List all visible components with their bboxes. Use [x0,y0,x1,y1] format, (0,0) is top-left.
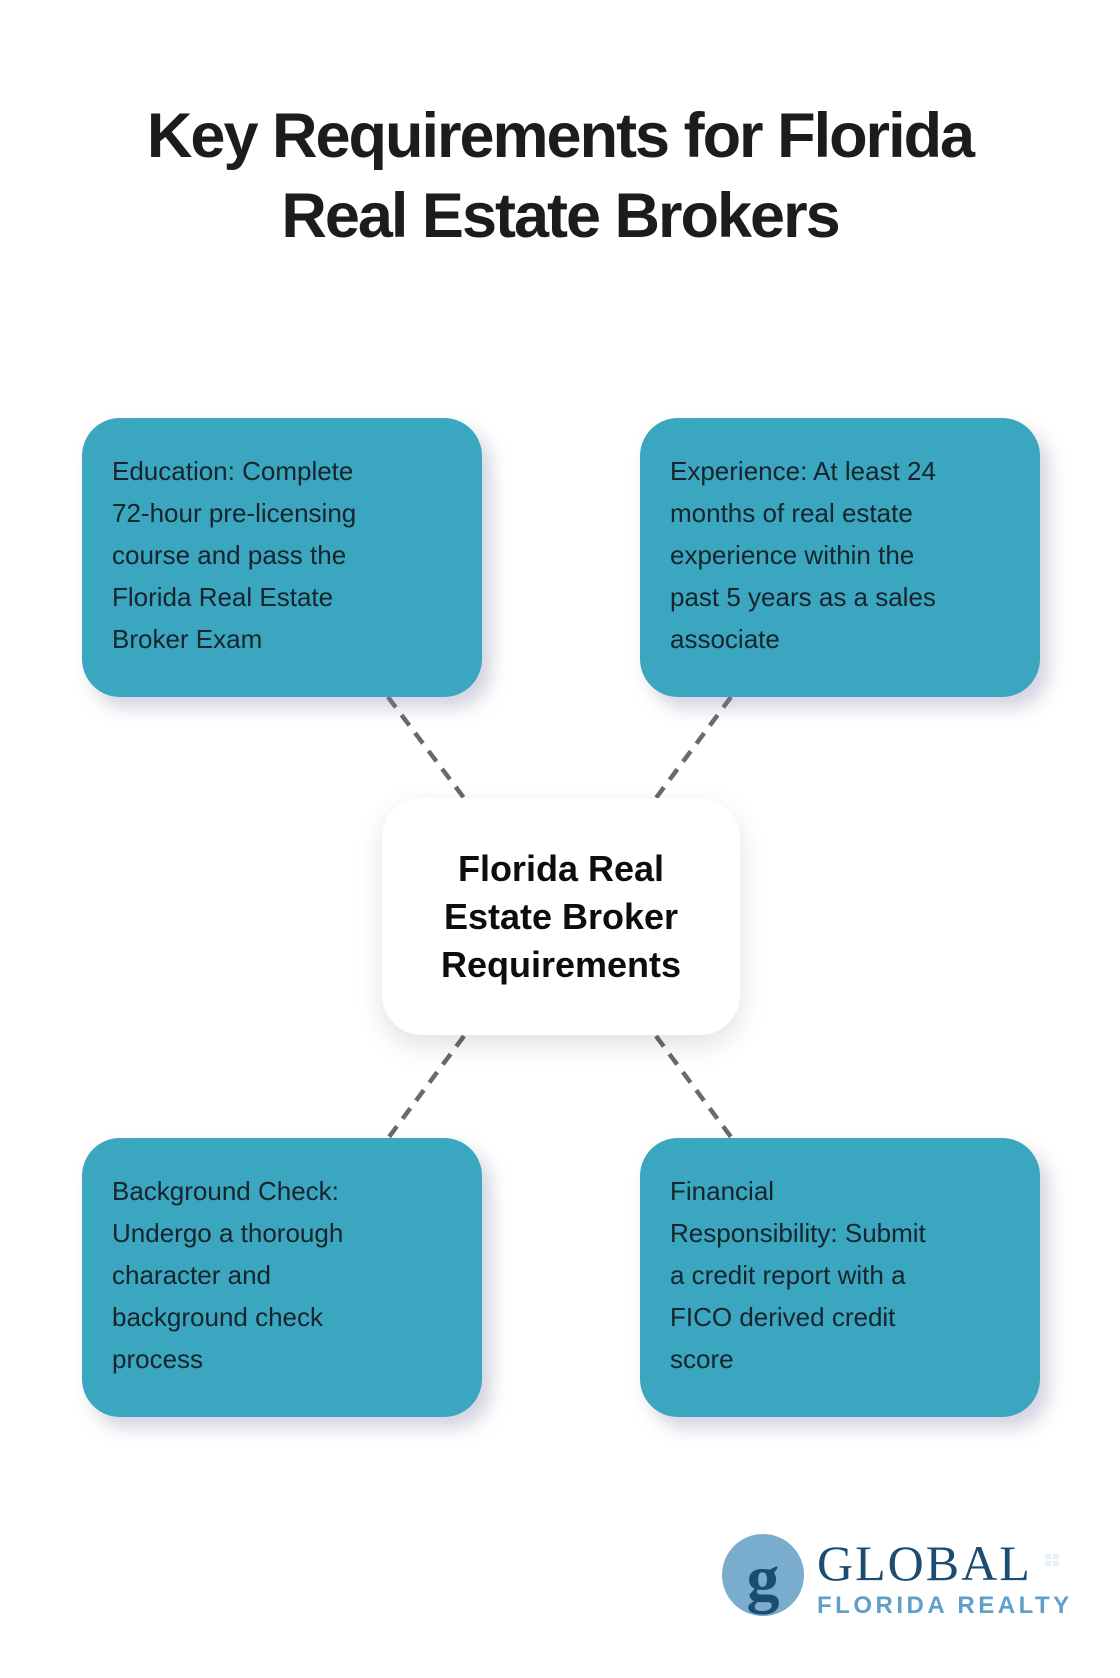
node-education: Education: Complete 72-hour pre-licensin… [82,418,482,697]
logo-name: GLOBAL [817,1535,1032,1591]
logo-house-windows-icon [1044,1554,1059,1567]
logo-text-block: GLOBAL FLORIDA REALTY [817,1534,1073,1620]
logo-g-circle-icon: g [722,1534,804,1616]
node-financial-responsibility: Financial Responsibility: Submit a credi… [640,1138,1040,1417]
connector-bottom-right [654,1034,733,1139]
connector-top-left [386,695,466,800]
connector-top-right [654,695,733,800]
logo-monogram: g [746,1542,780,1615]
center-node-requirements: Florida Real Estate Broker Requirements [382,798,740,1035]
connector-bottom-left [387,1034,466,1139]
logo-tagline: FLORIDA REALTY [817,1592,1073,1619]
node-background-check: Background Check: Undergo a thorough cha… [82,1138,482,1417]
node-experience: Experience: At least 24 months of real e… [640,418,1040,697]
global-florida-realty-logo: g GLOBAL FLORIDA REALTY [722,1534,1073,1620]
page-title: Key Requirements for Florida Real Estate… [146,101,975,251]
